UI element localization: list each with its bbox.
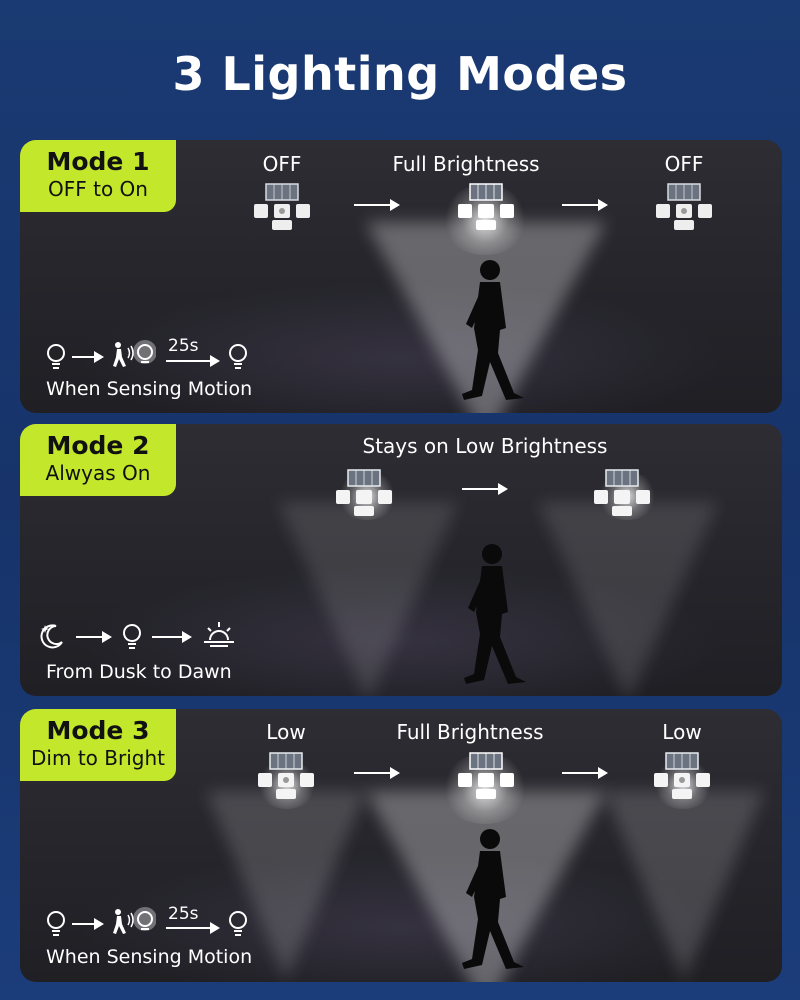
solar-lamp-icon (258, 752, 314, 799)
mode-2-caption: From Dusk to Dawn (46, 661, 232, 683)
sunrise-icon (204, 622, 234, 647)
arrow-icon (562, 199, 608, 211)
arrow-icon (76, 631, 112, 643)
arrow-icon (72, 351, 104, 363)
mode-1-state-1: OFF (262, 152, 302, 176)
mode-2-badge: Mode 2 Alwyas On (20, 424, 176, 496)
mode-3-panel: Mode 3 Dim to Bright Low Full Brightness… (20, 709, 782, 982)
solar-lamp-icon (336, 469, 392, 516)
mode-3-state-1: Low (266, 720, 306, 744)
page-title: 3 Lighting Modes (172, 47, 628, 101)
arrow-icon (462, 483, 508, 495)
walking-person-icon (464, 544, 526, 684)
light-beam (278, 502, 458, 696)
mode-1-panel: Mode 1 OFF to On OFF Full Brightness OFF (20, 140, 782, 413)
mode-3-delay: 25s (168, 904, 199, 924)
motion-bulb-icon (113, 907, 156, 934)
light-beam (538, 502, 718, 696)
solar-lamp-icon (654, 752, 710, 799)
mode-3-badge: Mode 3 Dim to Bright (20, 709, 176, 781)
mode-2-badge-title: Mode 2 (46, 431, 150, 460)
bulb-off-icon (47, 911, 65, 936)
mode-1-badge-subtitle: OFF to On (48, 177, 148, 201)
walking-person-icon (462, 829, 524, 969)
arrow-icon (152, 631, 192, 643)
light-beam (206, 791, 366, 981)
motion-bulb-icon (113, 340, 156, 367)
mode-1-delay: 25s (168, 336, 199, 356)
mode-3-caption: When Sensing Motion (46, 946, 253, 968)
mode-3-badge-title: Mode 3 (46, 716, 150, 745)
mode-3-state-2: Full Brightness (396, 720, 544, 744)
bulb-off-icon (229, 911, 247, 936)
light-beam (604, 791, 764, 981)
arrow-icon (166, 922, 220, 934)
arrow-icon (562, 767, 608, 779)
mode-1-state-3: OFF (664, 152, 704, 176)
mode-1-caption: When Sensing Motion (46, 378, 253, 400)
bulb-off-icon (229, 344, 247, 369)
mode-3-badge-subtitle: Dim to Bright (31, 746, 165, 770)
mode-2-panel: Mode 2 Alwyas On Stays on Low Brightness (20, 424, 782, 696)
arrow-icon (72, 918, 104, 930)
solar-lamp-icon (458, 752, 514, 799)
bulb-icon (123, 624, 141, 649)
moon-icon (40, 624, 63, 649)
arrow-icon (166, 355, 220, 367)
mode-1-state-2: Full Brightness (392, 152, 540, 176)
walking-person-icon (462, 260, 524, 400)
solar-lamp-icon (656, 183, 712, 230)
arrow-icon (354, 199, 400, 211)
mode-1-badge-title: Mode 1 (46, 147, 150, 176)
mode-1-badge: Mode 1 OFF to On (20, 140, 176, 212)
mode-2-state: Stays on Low Brightness (362, 434, 608, 458)
mode-3-state-3: Low (662, 720, 702, 744)
arrow-icon (354, 767, 400, 779)
solar-lamp-icon (594, 469, 650, 516)
solar-lamp-icon (458, 183, 514, 230)
bulb-off-icon (47, 344, 65, 369)
solar-lamp-icon (254, 183, 310, 230)
mode-2-badge-subtitle: Alwyas On (45, 461, 151, 485)
